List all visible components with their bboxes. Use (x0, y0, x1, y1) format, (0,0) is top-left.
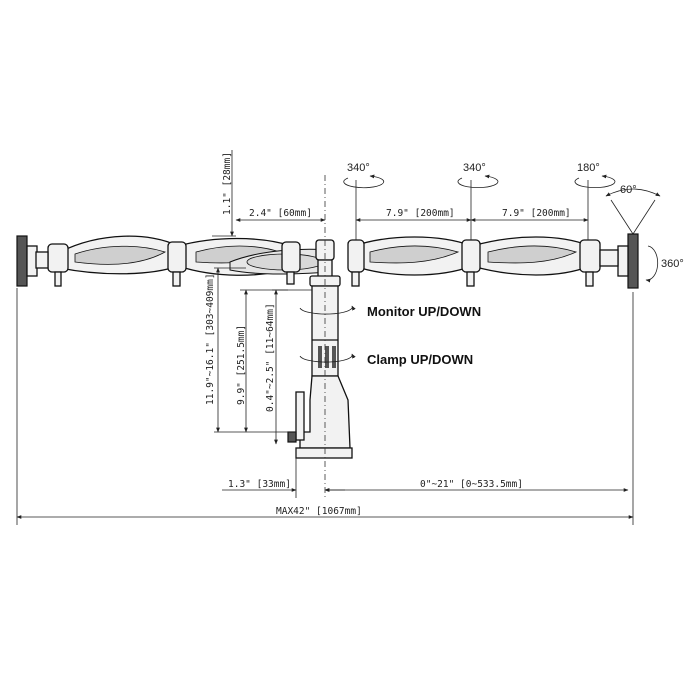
joint-3 (281, 241, 301, 285)
joint-2 (167, 241, 187, 287)
rotation-left-label: 340° (347, 162, 370, 174)
right-arm (353, 236, 591, 276)
clamp-updown-label: Clamp UP/DOWN (367, 352, 473, 367)
monitor-updown-indicator: Monitor UP/DOWN (299, 304, 481, 319)
joint-1 (35, 243, 69, 287)
clamp-range-text: 0.4"~2.5" [11~64mm] (265, 303, 276, 412)
dim-clamp-range: 0.4"~2.5" [11~64mm] (265, 289, 288, 445)
reach-text: 0"~21" [0~533.5mm] (420, 479, 523, 490)
joint-4 (347, 239, 365, 287)
tilt-indicator: 60° (605, 184, 661, 235)
clamp-updown-indicator: Clamp UP/DOWN (299, 352, 473, 367)
rotation-right: 180° (574, 162, 616, 240)
inner-arm-text: 2.4" [60mm] (249, 208, 312, 219)
swivel-label: 360° (661, 258, 684, 270)
right-monitor-plate (617, 233, 639, 289)
joint-5 (461, 239, 481, 287)
top-offset-text: 1.1" [28mm] (222, 152, 233, 215)
dim-max-width: MAX42" [1067mm] (16, 288, 634, 525)
pole-height-text: 9.9" [251.5mm] (236, 325, 247, 405)
dim-inner-arm: 2.4" [60mm] (235, 208, 326, 222)
dim-arm-seg1: 7.9" [200mm] (355, 208, 472, 222)
dim-reach: 0"~21" [0~533.5mm] (324, 479, 629, 492)
base-offset-text: 1.3" [33mm] (228, 479, 291, 490)
dim-arm-seg2: 7.9" [200mm] (470, 208, 589, 222)
total-height-text: 11.9"~16.1" [303~409mm] (205, 273, 216, 405)
left-monitor-plate (16, 235, 38, 287)
monitor-updown-label: Monitor UP/DOWN (367, 304, 481, 319)
dim-top-offset: 1.1" [28mm] (212, 150, 236, 237)
max-width-text: MAX42" [1067mm] (276, 506, 362, 517)
rotation-middle-label: 340° (463, 162, 486, 174)
rotation-middle: 340° (457, 162, 499, 240)
tilt-label: 60° (620, 184, 637, 196)
arm-seg2-text: 7.9" [200mm] (502, 208, 571, 219)
rotation-right-label: 180° (577, 162, 600, 174)
dim-total-height: 11.9"~16.1" [303~409mm] (205, 267, 296, 433)
joint-6 (579, 239, 619, 287)
swivel-indicator: 360° (645, 245, 684, 283)
center-link (229, 248, 331, 275)
rotation-left: 340° (343, 162, 385, 240)
arm-seg1-text: 7.9" [200mm] (386, 208, 455, 219)
clamp (287, 375, 353, 459)
